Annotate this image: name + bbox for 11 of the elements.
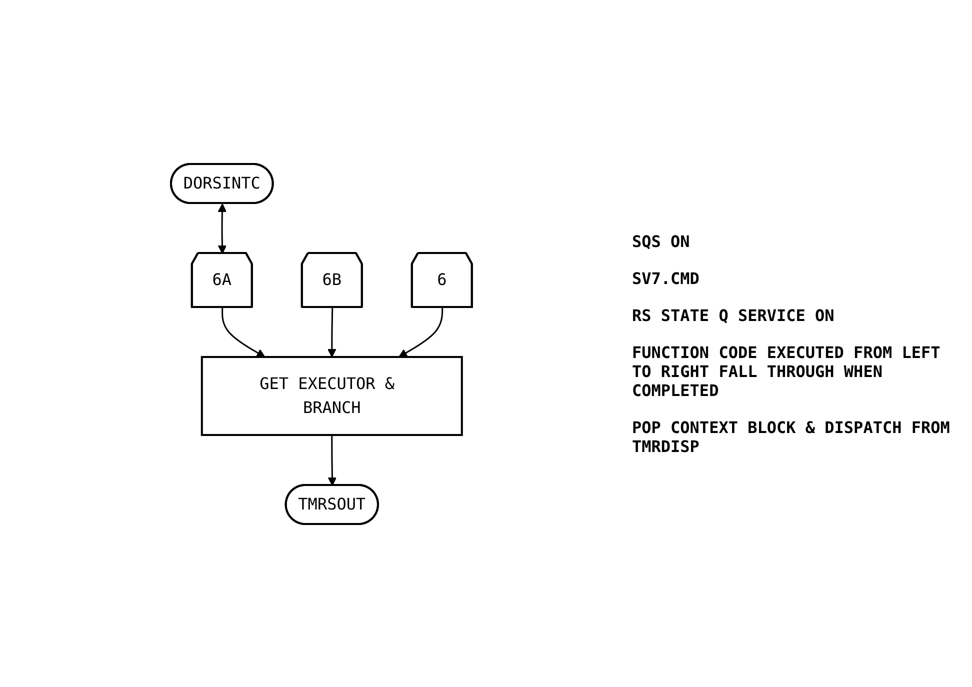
node-box: GET EXECUTOR & BRANCH bbox=[200, 356, 462, 436]
arrow bbox=[327, 434, 336, 486]
note-text: SV7.CMD bbox=[632, 268, 700, 288]
arrow bbox=[398, 306, 443, 357]
note-text: SQS ON bbox=[632, 232, 691, 250]
arrow bbox=[217, 203, 226, 254]
arrow bbox=[327, 306, 336, 357]
note-text: FUNCTION CODE EXECUTED FROM LEFT TO RIGHT FALL THROUGH WHEN COMPLETED bbox=[632, 342, 942, 400]
arrow bbox=[221, 306, 265, 357]
note-text: POP CONTEXT BLOCK & DISPATCH FROM TMRDISP bbox=[632, 418, 951, 456]
note-text: RS STATE Q SERVICE ON bbox=[632, 306, 836, 324]
